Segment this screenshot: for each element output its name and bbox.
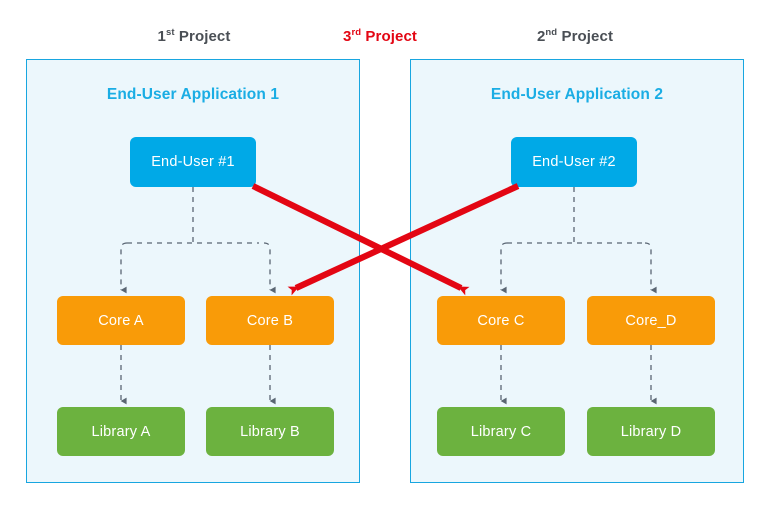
caption-text: Project <box>361 28 417 45</box>
node-end-user-1[interactable]: End-User #1 <box>130 137 256 187</box>
caption-ordinal: nd <box>545 27 558 38</box>
caption-first-project: 1st Project <box>158 28 231 45</box>
caption-number: 1 <box>157 28 166 45</box>
node-label: Core_D <box>625 312 677 329</box>
node-label: End-User #1 <box>151 154 235 170</box>
node-label: Core C <box>477 312 525 329</box>
node-library-d[interactable]: Library D <box>587 407 715 456</box>
caption-number: 2 <box>536 28 546 45</box>
node-label: End-User #2 <box>532 154 616 170</box>
node-label: Library B <box>240 423 300 440</box>
node-end-user-2[interactable]: End-User #2 <box>511 137 637 187</box>
node-library-a[interactable]: Library A <box>57 407 185 456</box>
node-label: Library D <box>620 423 682 440</box>
caption-third-project: 3rd Project <box>343 28 417 45</box>
node-core-d[interactable]: Core_D <box>587 296 715 345</box>
caption-ordinal: st <box>165 27 175 38</box>
node-label: Library A <box>91 423 151 440</box>
node-library-b[interactable]: Library B <box>206 407 334 456</box>
panel-title-2: End-User Application 2 <box>490 86 664 103</box>
node-label: Library C <box>470 423 532 440</box>
node-label: Core A <box>98 312 144 329</box>
caption-text: Project <box>557 28 614 45</box>
caption-text: Project <box>174 28 231 45</box>
node-library-c[interactable]: Library C <box>437 407 565 456</box>
node-core-a[interactable]: Core A <box>57 296 185 345</box>
node-core-b[interactable]: Core B <box>206 296 334 345</box>
node-core-c[interactable]: Core C <box>437 296 565 345</box>
caption-ordinal: rd <box>351 27 362 38</box>
caption-second-project: 2nd Project <box>537 28 613 45</box>
caption-number: 3 <box>343 28 352 45</box>
panel-title-1: End-User Application 1 <box>106 86 280 103</box>
node-label: Core B <box>246 312 294 329</box>
